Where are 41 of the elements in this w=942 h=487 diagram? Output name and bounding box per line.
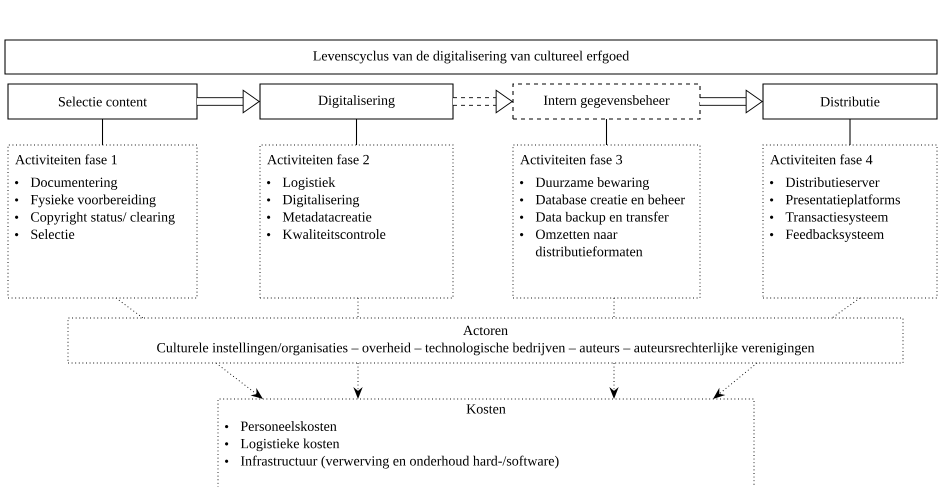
bullet-item: Duurzame bewaring [520,177,650,190]
phase-box: Digitalisering [259,83,454,120]
connector-line [356,119,358,145]
connector-line [606,119,608,145]
bullet-item: Logistiek [267,177,336,190]
box-heading: Activiteiten fase 4 [770,154,872,164]
connector-line [116,298,144,318]
phase-box: Distributie [762,83,938,120]
activity-box [762,144,938,298]
bullet-item: Kwaliteitscontrole [267,229,386,239]
actor-box: Actoren Culturele instellingen/organisaties – overheid – technologische bedrijven – auteurs – auteursrechterlijke verenigingen [68,318,904,364]
bullet-item: Logistieke kosten [225,438,340,452]
activity-box [260,144,454,298]
activity-box [8,144,198,298]
box-heading: Kosten [466,404,506,414]
bullet-item: Transactiesysteem [770,212,888,225]
cost-box [218,398,754,487]
bullet-item: Personeelskosten [225,421,337,431]
bullet-item: Documentering [15,178,118,190]
bullet-item: Copyright status/ clearing [15,212,175,225]
connector-line [102,119,104,145]
phase-box: Selectie content [7,83,198,120]
phase-box: Intern gegevensbeheer [512,83,701,120]
bullet-item: Feedbacksysteem [770,229,884,242]
connector-line [832,298,860,318]
box-heading: Activiteiten fase 3 [520,154,622,164]
bullet-item: Presentatieplatforms [770,194,900,208]
box-heading: Activiteiten fase 2 [267,154,369,164]
activity-box [512,144,700,298]
connector-line [849,119,851,145]
bullet-item: Metadatacreatie [267,212,372,222]
bullet-item: Database creatie en beheer [520,194,685,204]
bullet-item: Selectie [15,229,74,239]
bullet-item: Digitalisering [267,194,360,208]
bullet-item: Infrastructuur (verwerving en onderhoud hard-/software) [225,456,559,469]
bullet-item: Omzetten naar distributieformaten [520,230,642,256]
bullet-item: Fysieke voorbereiding [15,194,156,208]
bullet-item: Distributieserver [770,177,880,187]
bullet-item: Data backup en transfer [520,212,669,224]
title-box: Levenscyclus van de digitalisering van cultureel erfgoed [4,39,938,75]
box-heading: Activiteiten fase 1 [15,154,117,164]
